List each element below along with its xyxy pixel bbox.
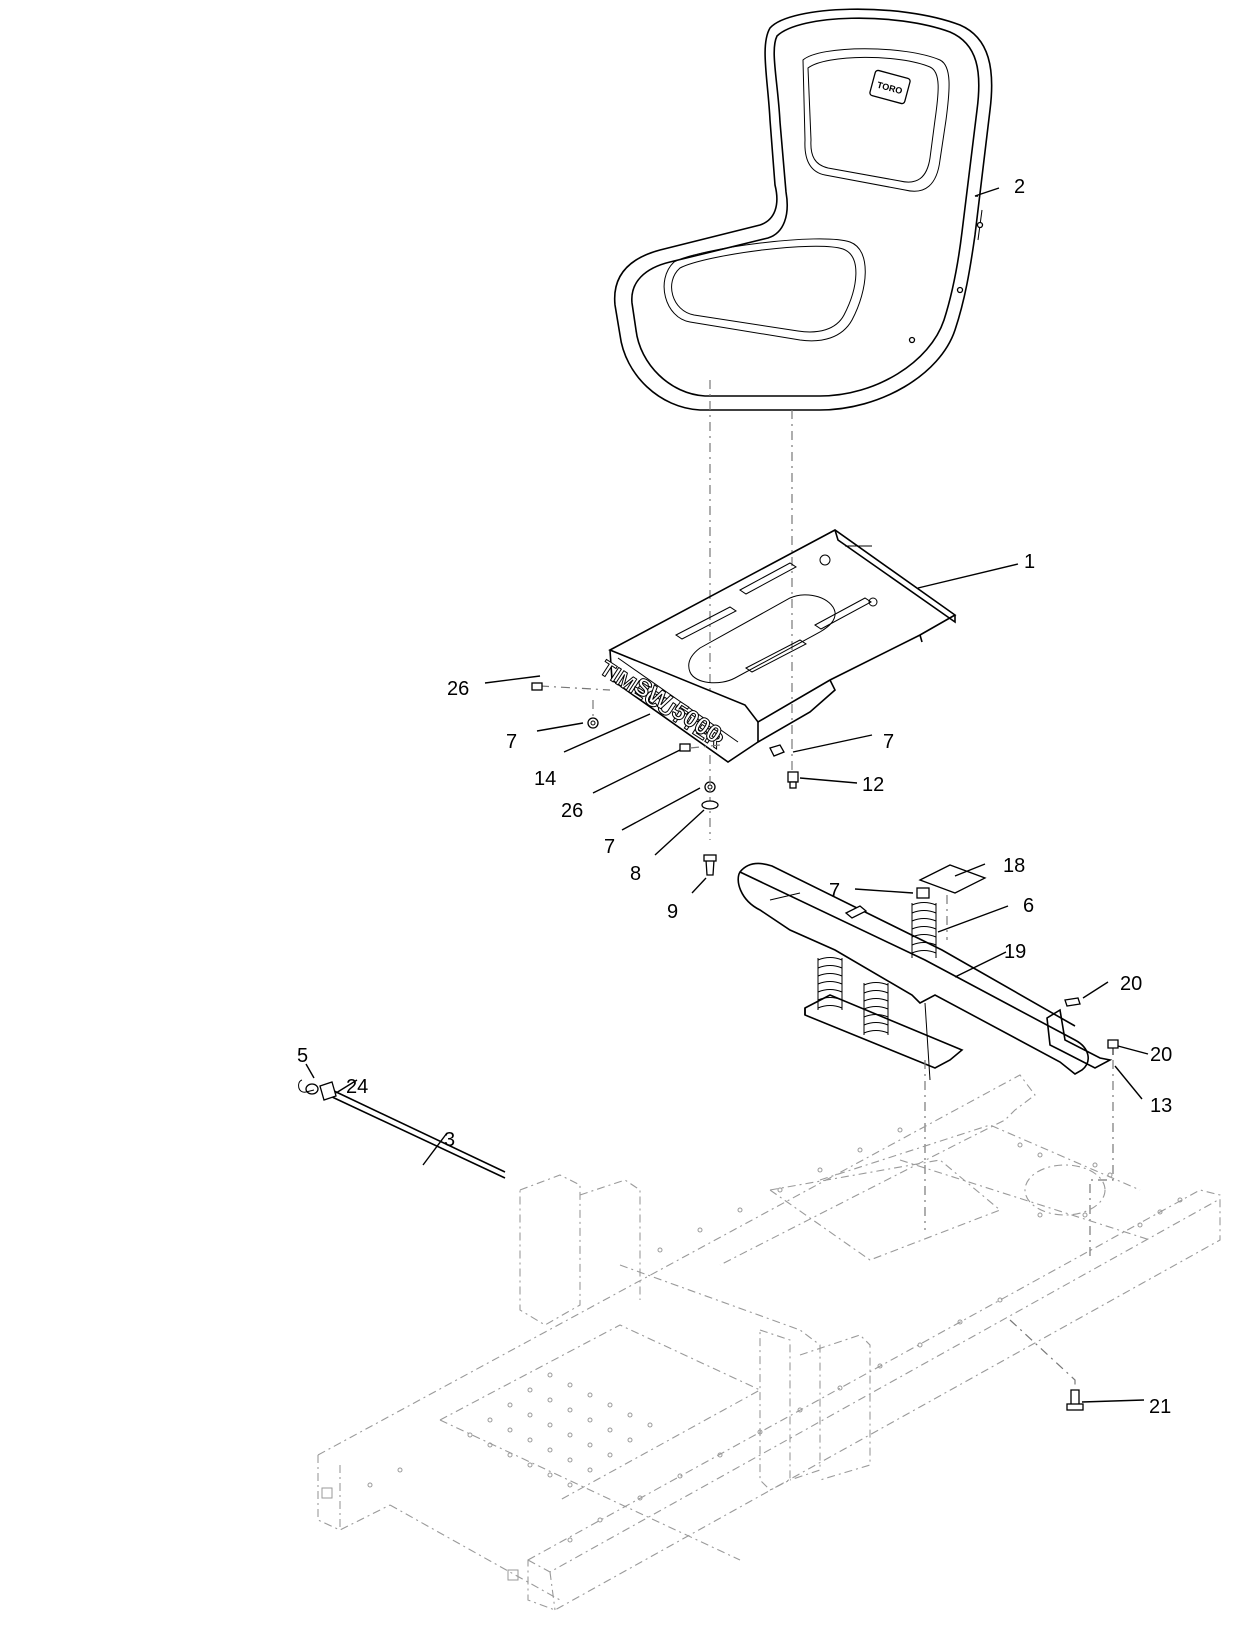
plate-hardware: [531, 682, 799, 876]
callout-12: 12: [862, 774, 884, 796]
seat-logo-badge: TORO: [869, 69, 911, 105]
callout-20-upper: 20: [1120, 973, 1142, 995]
callout-7-spring: 7: [829, 880, 840, 902]
bolt-21: [1066, 1389, 1084, 1411]
callout-labels: 2 1 26 7 14 26 7 8 9 7 12 18 7 6 19 20 2…: [297, 176, 1172, 1418]
callout-13: 13: [1150, 1095, 1172, 1117]
timecutter-decal: TIMECUTTER SW 5000: [595, 655, 739, 754]
seat: TORO: [613, 8, 993, 411]
adjustment-rod: [298, 1079, 506, 1179]
callout-8: 8: [630, 863, 641, 885]
seat-plate: TIMECUTTER SW 5000: [595, 529, 957, 763]
callout-20-lower: 20: [1150, 1044, 1172, 1066]
chassis-frame: [317, 1074, 1221, 1611]
callout-1: 1: [1024, 551, 1035, 573]
callout-9: 9: [667, 901, 678, 923]
callout-7-right: 7: [883, 731, 894, 753]
callout-7-left: 7: [506, 731, 517, 753]
callout-14: 14: [534, 768, 556, 790]
callout-19: 19: [1004, 941, 1026, 963]
frame-holes: [367, 1127, 1183, 1543]
callout-18: 18: [1003, 855, 1025, 877]
callout-26-top: 26: [447, 678, 469, 700]
callout-6: 6: [1023, 895, 1034, 917]
callout-7-lower: 7: [604, 836, 615, 858]
callout-2: 2: [1014, 176, 1025, 198]
suspension-assembly: [737, 862, 1119, 1081]
callout-24: 24: [346, 1076, 368, 1098]
callout-leaders: [305, 187, 1149, 1403]
springs: [817, 902, 937, 1035]
callout-5: 5: [297, 1045, 308, 1067]
svg-text:SW 5000: SW 5000: [629, 672, 726, 748]
callout-21: 21: [1149, 1396, 1171, 1418]
callout-3: 3: [444, 1129, 455, 1151]
callout-26-bottom: 26: [561, 800, 583, 822]
